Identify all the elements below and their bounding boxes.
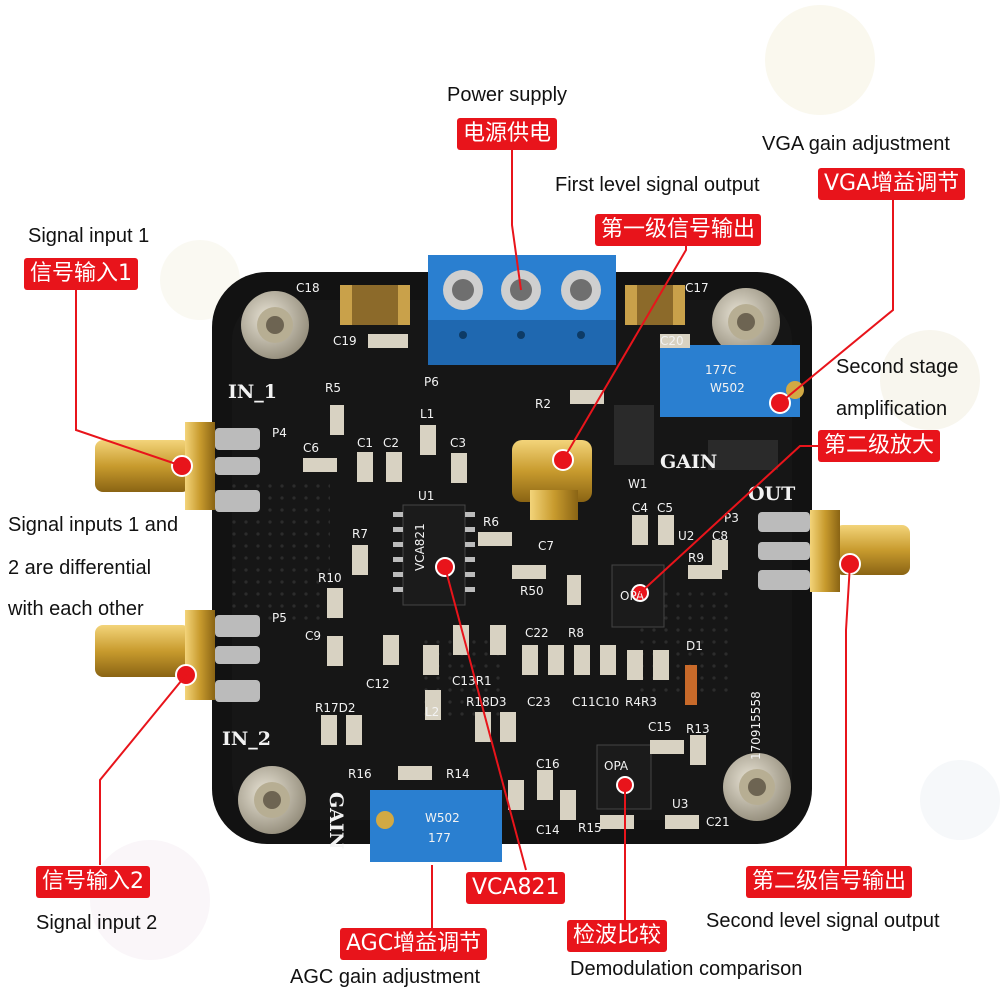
silk-gain-bottom: GAIN [325,792,347,849]
callout-lines [75,150,894,930]
silk-label: C21 [706,815,730,829]
silk-label: W1 [628,477,648,491]
mounting-screws [238,288,791,834]
chip-marking: OPA [620,589,645,603]
silk-label: R13 [686,722,710,736]
silk-label: C4 [632,501,648,515]
silk-label: C6 [303,441,319,455]
callout-power-en: Power supply [447,84,568,106]
silk-label: R7 [352,527,368,541]
silk-label: C9 [305,629,321,643]
pot-top-code: W502 [710,381,745,395]
callout-second-output-cn: 第二级信号输出 [746,866,913,898]
callout-first-output-en: First level signal output [555,174,760,196]
silk-in2: IN_2 [222,728,271,750]
ic-u1 [393,504,475,606]
callout-vga-cn: VGA增益调节 [818,168,966,200]
silk-label: C22 [525,626,549,640]
callout-input1-cn: 信号输入1 [24,258,138,290]
silk-label: C13R1 [452,674,492,688]
silkscreen: IN_1 IN_2 OUT GAIN GAIN 170915558 C18 C1… [222,281,795,849]
silk-label: D1 [686,639,703,653]
silk-label: C19 [333,334,357,348]
callout-input1-en: Signal input 1 [28,225,150,247]
callout-second-stage-en1: Second stage [836,356,959,378]
callout-input2-cn: 信号输入2 [36,866,150,898]
silk-label: C23 [527,695,551,709]
silk-label: P5 [272,611,287,625]
silk-label: C20 [660,334,684,348]
smd-components [303,334,728,829]
callout-differential-line3: with each other [8,598,144,620]
tantalum-capacitors [340,285,685,325]
callout-second-output-en: Second level signal output [706,910,940,932]
silk-label: R8 [568,626,584,640]
silk-label: C7 [538,539,554,553]
silk-label: P4 [272,426,287,440]
vga-potentiometer: 177C W502 [660,345,804,417]
silk-label: C14 [536,823,560,837]
silk-label: C16 [536,757,560,771]
pot-bottom-code: 177 [428,831,451,845]
silk-in1: IN_1 [228,381,277,403]
silk-label: U2 [678,529,694,543]
callout-agc-en: AGC gain adjustment [290,966,481,988]
silk-label: R2 [535,397,551,411]
silk-label: P3 [724,511,739,525]
chip-marking: OPA [604,759,629,773]
silk-label: R17D2 [315,701,355,715]
silk-label: R6 [483,515,499,529]
callout-demod-cn: 检波比较 [567,920,668,952]
silk-label: R4R3 [625,695,657,709]
callout-differential-line2: 2 are differential [8,557,152,579]
silk-label: C12 [366,677,390,691]
silk-label: R5 [325,381,341,395]
background-decor [90,5,1000,960]
silk-label: C15 [648,720,672,734]
silk-label: C18 [296,281,320,295]
silk-label: C3 [450,436,466,450]
pot-top-text: 177C [705,363,736,377]
silk-label: R50 [520,584,544,598]
silk-gain-top: GAIN [660,451,717,473]
callout-power-cn: 电源供电 [457,118,558,150]
silk-label: C8 [712,529,728,543]
silk-label: L2 [425,705,439,719]
sma-connector-in1 [95,422,260,512]
silk-label: L1 [420,407,434,421]
callout-first-output-cn: 第一级信号输出 [595,214,762,246]
sma-connector-in2 [95,610,260,702]
silk-serial: 170915558 [749,691,763,760]
callout-vga-en: VGA gain adjustment [762,133,950,155]
power-terminal-block [428,255,616,365]
silk-label: U1 [418,489,434,503]
agc-potentiometer: W502 177 [370,790,502,862]
callout-vca821: VCA821 [466,872,566,904]
silk-label: U3 [672,797,688,811]
silk-label: P6 [424,375,439,389]
callout-agc-cn: AGC增益调节 [340,928,488,960]
silk-label: R18D3 [466,695,506,709]
silk-out: OUT [748,483,795,505]
silk-label: C5 [657,501,673,515]
silk-label: R10 [318,571,342,585]
callout-differential-line1: Signal inputs 1 and [8,514,179,536]
gain-header-pins [614,405,778,470]
silk-label: R14 [446,767,470,781]
silk-label: C17 [685,281,709,295]
silk-label: C1 [357,436,373,450]
chip-marking: VCA821 [413,523,427,571]
silk-label: R9 [688,551,704,565]
silk-label: R16 [348,767,372,781]
pot-bottom-text: W502 [425,811,460,825]
sma-connector-out2 [758,510,910,592]
silk-label: C11C10 [572,695,619,709]
silk-label: C2 [383,436,399,450]
callout-second-stage-cn: 第二级放大 [818,430,941,462]
callout-input2-en: Signal input 2 [36,912,158,934]
callout-demod-en: Demodulation comparison [570,958,803,980]
callout-second-stage-en2: amplification [836,398,948,420]
silk-label: R15 [578,821,602,835]
